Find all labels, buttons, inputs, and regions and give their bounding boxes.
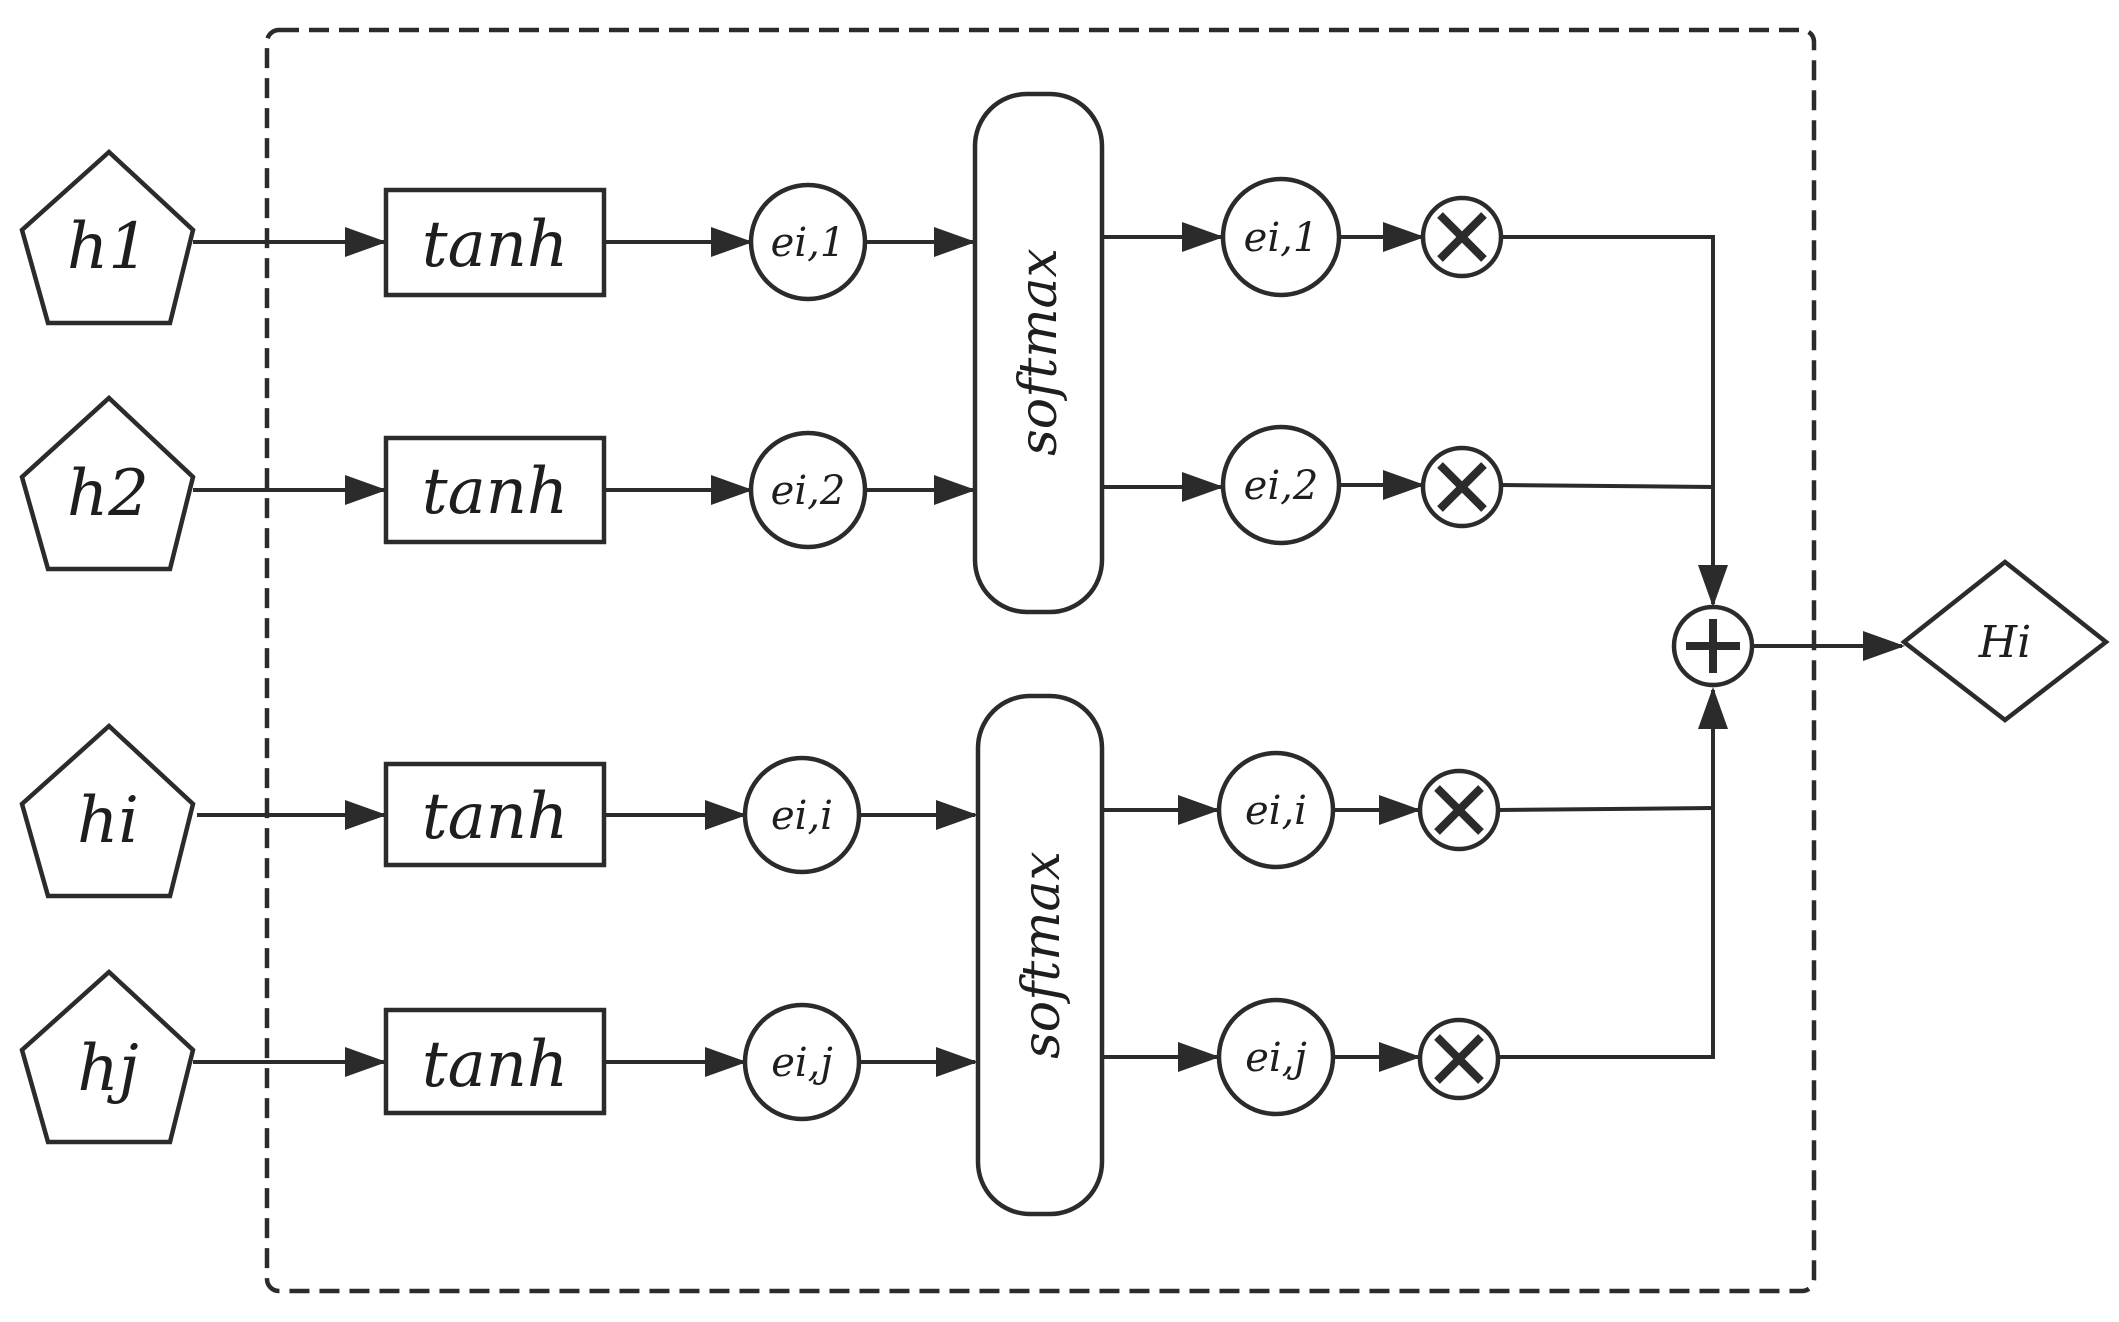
input-pentagon-hj <box>19 968 196 1145</box>
input-pentagon-h2 <box>19 394 196 572</box>
tanh-label-1: tanh <box>422 208 568 282</box>
tanh-label-2: tanh <box>422 455 568 529</box>
multiply-icon-1 <box>1420 195 1504 279</box>
softmax-block-bottom <box>975 693 1105 1217</box>
output-diamond-hi <box>1900 559 2110 723</box>
attention-module-boundary <box>264 27 1817 1294</box>
connector-mult3-to-sum <box>1497 806 1714 812</box>
score-label-right-4: ei,j <box>1245 1035 1307 1081</box>
row-h1: h1 tanh ei,1 <box>19 148 976 326</box>
score-label-left-3: ei,i <box>771 793 833 839</box>
input-label-h1: h1 <box>67 210 149 284</box>
score-label-left-4: ei,j <box>771 1040 833 1086</box>
sum-connectors <box>1497 235 1728 1059</box>
input-label-h2: h2 <box>67 457 149 531</box>
input-label-hi: hi <box>77 784 139 858</box>
score-label-right-1: ei,1 <box>1244 215 1319 261</box>
row-hj: hj tanh ei,j <box>19 968 978 1145</box>
connector-mult1-to-sum <box>1501 235 1715 484</box>
score-label-right-2: ei,2 <box>1244 463 1319 509</box>
multiply-icon-4 <box>1417 1017 1501 1101</box>
tanh-label-3: tanh <box>422 780 568 854</box>
softmax-label-bottom: softmax <box>1012 851 1072 1059</box>
sum-icon <box>1671 604 1755 688</box>
row-hi: hi tanh ei,i <box>19 722 978 899</box>
tanh-box-3 <box>383 761 607 868</box>
input-pentagon-h1 <box>19 148 196 326</box>
softmax-block-top <box>972 91 1105 615</box>
softmax-label-top: softmax <box>1009 248 1069 456</box>
score-label-left-2: ei,2 <box>771 468 846 514</box>
multiply-icon-3 <box>1417 768 1501 852</box>
connector-mult2-to-sum <box>1500 483 1714 489</box>
input-pentagon-hi <box>19 722 196 899</box>
tanh-label-4: tanh <box>422 1028 568 1102</box>
connector-mult4-to-sum <box>1498 808 1715 1059</box>
multiply-icon-2 <box>1420 445 1504 529</box>
row-h2: h2 tanh ei,2 <box>19 394 976 572</box>
input-label-hj: hj <box>77 1032 138 1106</box>
output-label-hi: Hi <box>1978 617 2031 668</box>
score-label-left-1: ei,1 <box>771 220 846 266</box>
score-label-right-3: ei,i <box>1245 788 1307 834</box>
